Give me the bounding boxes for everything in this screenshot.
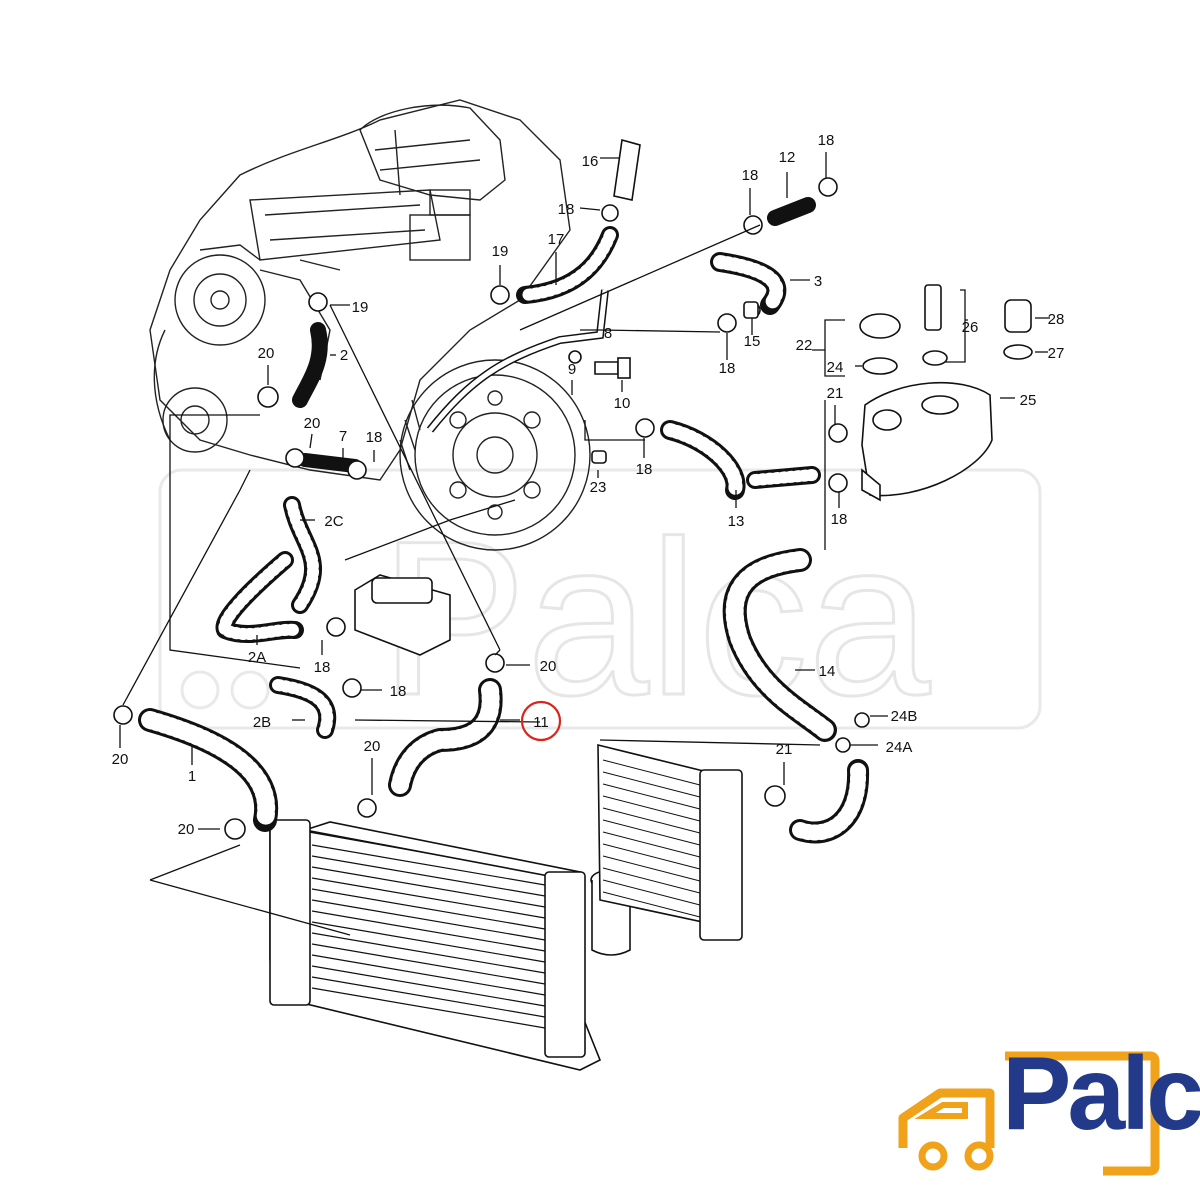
part-label-14: 14 xyxy=(819,663,836,680)
radiator-fin xyxy=(311,976,546,1018)
part-label-18: 18 xyxy=(742,167,759,184)
part-label-20: 20 xyxy=(112,751,129,768)
radiator-fin xyxy=(311,866,546,908)
part-label-24: 24 xyxy=(827,359,844,376)
condenser-fin xyxy=(602,783,701,810)
condenser-fin xyxy=(602,771,701,798)
part-label-10: 10 xyxy=(614,395,631,412)
radiator-fin xyxy=(311,954,546,996)
condenser-fin xyxy=(602,867,701,894)
part-label-12: 12 xyxy=(779,149,796,166)
part-label-18: 18 xyxy=(390,683,407,700)
part-label-2a: 2A xyxy=(248,649,266,666)
part-label-1: 1 xyxy=(188,768,196,785)
watermark-text: Palca xyxy=(380,495,931,741)
part-label-19: 19 xyxy=(492,243,509,260)
part-label-20: 20 xyxy=(540,658,557,675)
highlight-callout-11: 11 xyxy=(520,700,562,742)
hose-2 xyxy=(292,322,328,408)
part-label-20: 20 xyxy=(258,345,275,362)
radiator-fin xyxy=(311,910,546,952)
condenser-fin xyxy=(602,807,701,834)
condenser-fin xyxy=(602,891,701,918)
truck-logo-icon xyxy=(898,1051,1160,1176)
condenser-fin xyxy=(602,843,701,870)
part-label-13: 13 xyxy=(728,513,745,530)
condenser-fin xyxy=(602,759,701,786)
part-label-3: 3 xyxy=(814,273,822,290)
part-label-28: 28 xyxy=(1048,311,1065,328)
part-label-19: 19 xyxy=(352,299,369,316)
radiator-fin xyxy=(311,855,546,897)
radiator-fin xyxy=(311,965,546,1007)
part-label-21: 21 xyxy=(776,741,793,758)
part-label-20: 20 xyxy=(178,821,195,838)
part-label-24b: 24B xyxy=(891,708,918,725)
part-label-2: 2 xyxy=(340,347,348,364)
radiator-fin xyxy=(311,877,546,919)
condenser-fins xyxy=(602,759,701,918)
part-label-17: 17 xyxy=(548,231,565,248)
part-label-20: 20 xyxy=(364,738,381,755)
condenser-fin xyxy=(602,855,701,882)
engine-illustration xyxy=(149,99,591,551)
part-label-8: 8 xyxy=(604,325,612,342)
part-label-2c: 2C xyxy=(324,513,343,530)
part-label-18: 18 xyxy=(314,659,331,676)
leader-lines xyxy=(119,152,1050,936)
radiator xyxy=(269,743,743,1071)
radiator-fin xyxy=(311,921,546,963)
part-label-22: 22 xyxy=(796,337,813,354)
radiator-fin xyxy=(311,899,546,941)
part-label-18: 18 xyxy=(366,429,383,446)
radiator-fin xyxy=(311,932,546,974)
part-label-15: 15 xyxy=(744,333,761,350)
condenser-fin xyxy=(602,879,701,906)
hose-1-texture xyxy=(141,711,276,829)
part-label-16: 16 xyxy=(582,153,599,170)
part-label-24a: 24A xyxy=(886,739,913,756)
part-label-9: 9 xyxy=(568,361,576,378)
part-label-27: 27 xyxy=(1048,345,1065,362)
condenser-fin xyxy=(602,831,701,858)
hose-2A xyxy=(215,551,304,643)
radiator-fin xyxy=(311,943,546,985)
hoses xyxy=(138,138,870,844)
part-label-20: 20 xyxy=(304,415,321,432)
part-label-18: 18 xyxy=(558,201,575,218)
part-label-2b: 2B xyxy=(253,714,271,731)
condenser-fin xyxy=(602,795,701,822)
radiator-fin xyxy=(311,888,546,930)
hose-7 xyxy=(298,453,362,473)
part-label-23: 23 xyxy=(590,479,607,496)
condenser-fin xyxy=(602,819,701,846)
part-label-18: 18 xyxy=(636,461,653,478)
hose-12 xyxy=(767,197,816,226)
part-label-21: 21 xyxy=(827,385,844,402)
radiator-fin xyxy=(311,987,546,1029)
part-label-18: 18 xyxy=(818,132,835,149)
watermark: Palca xyxy=(158,468,1042,743)
highlight-label: 11 xyxy=(533,714,549,731)
part-label-7: 7 xyxy=(339,428,347,445)
part-label-26: 26 xyxy=(962,319,979,336)
part-label-18: 18 xyxy=(719,360,736,377)
hose-16 xyxy=(613,138,641,201)
part-label-18: 18 xyxy=(831,511,848,528)
oil-cooler xyxy=(354,574,451,656)
radiator-fins xyxy=(311,844,546,1029)
radiator-fin xyxy=(311,844,546,886)
expansion-tank xyxy=(861,381,993,502)
logo-text: Palca xyxy=(1002,1036,1200,1152)
part-label-25: 25 xyxy=(1020,392,1037,409)
